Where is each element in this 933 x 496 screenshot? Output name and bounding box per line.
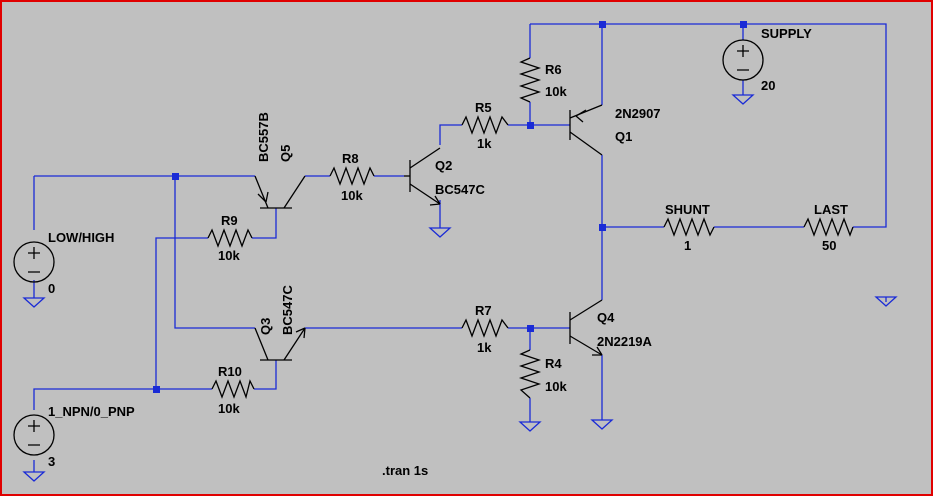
wire-r9-left	[155, 237, 208, 389]
resistor-r9[interactable]: R9 10k	[207, 213, 253, 263]
source-lowhigh-name: LOW/HIGH	[48, 230, 114, 245]
resistor-r5[interactable]: R5 1k	[461, 100, 509, 151]
resistor-last-name: LAST	[814, 202, 848, 217]
source-lowhigh-value: 0	[48, 281, 55, 296]
ground-icon	[428, 227, 452, 238]
resistor-r5-value: 1k	[477, 136, 492, 151]
resistor-r5-name: R5	[475, 100, 492, 115]
resistor-r6-value: 10k	[545, 84, 567, 99]
ground-icon	[731, 94, 755, 105]
resistor-r4[interactable]: R4 10k	[518, 349, 567, 399]
resistor-r8[interactable]: R8 10k	[329, 151, 375, 203]
resistor-shunt-name: SHUNT	[665, 202, 710, 217]
resistor-last[interactable]: LAST 50	[803, 202, 854, 253]
wire-q3-base-r10	[254, 360, 277, 390]
transistor-q2[interactable]: Q2 BC547C	[404, 147, 485, 206]
transistor-q5-model: BC557B	[256, 112, 271, 162]
wire-q2-collector-r5	[439, 124, 462, 145]
transistor-q2-name: Q2	[435, 158, 452, 173]
junctions	[153, 21, 747, 393]
ground-icon	[22, 471, 46, 482]
transistor-q1-model: 2N2907	[615, 106, 661, 121]
ground-icon	[518, 421, 542, 432]
resistor-r8-value: 10k	[341, 188, 363, 203]
source-supply-name: SUPPLY	[761, 26, 812, 41]
spice-directive[interactable]: .tran 1s	[382, 463, 428, 478]
resistor-last-value: 50	[822, 238, 836, 253]
wire-supply-rail	[530, 23, 887, 228]
ground-icon	[590, 419, 614, 430]
ground-symbols	[22, 94, 898, 482]
transistor-q3-name: Q3	[258, 318, 273, 335]
source-lowhigh[interactable]: LOW/HIGH 0	[13, 230, 114, 296]
transistor-q1[interactable]: 2N2907 Q1	[569, 104, 661, 156]
resistor-shunt[interactable]: SHUNT 1	[663, 202, 715, 253]
resistor-r10-value: 10k	[218, 401, 240, 416]
resistor-shunt-value: 1	[684, 238, 691, 253]
resistor-r4-value: 10k	[545, 379, 567, 394]
resistor-r10[interactable]: R10 10k	[211, 364, 255, 416]
transistor-q4-model: 2N2219A	[597, 334, 653, 349]
resistor-r6-name: R6	[545, 62, 562, 77]
resistor-r10-name: R10	[218, 364, 242, 379]
resistor-r7[interactable]: R7 1k	[461, 303, 509, 355]
ground-icon	[22, 297, 46, 308]
resistor-r4-name: R4	[545, 356, 562, 371]
resistor-r9-name: R9	[221, 213, 238, 228]
transistor-q3-model: BC547C	[280, 285, 295, 335]
wires	[33, 23, 887, 472]
transistor-q4[interactable]: Q4 2N2219A	[569, 299, 653, 356]
transistor-q5[interactable]: BC557B Q5	[254, 112, 306, 209]
resistor-r7-value: 1k	[477, 340, 492, 355]
wire-q3-collector	[174, 176, 255, 329]
source-supply[interactable]: SUPPLY 20	[722, 26, 812, 93]
transistor-q3[interactable]: Q3 BC547C	[254, 285, 306, 361]
transistor-q5-name: Q5	[278, 145, 293, 162]
resistor-r7-name: R7	[475, 303, 492, 318]
resistor-r6[interactable]: R6 10k	[518, 57, 567, 103]
transistor-q1-name: Q1	[615, 129, 632, 144]
source-supply-value: 20	[761, 78, 775, 93]
wire-r10-left	[33, 388, 212, 410]
wire-q5-base-r9	[252, 208, 277, 239]
transistor-q4-name: Q4	[597, 310, 615, 325]
source-npnpnp-name: 1_NPN/0_PNP	[48, 404, 135, 419]
source-npnpnp-value: 3	[48, 454, 55, 469]
resistor-r9-value: 10k	[218, 248, 240, 263]
transistor-q2-model: BC547C	[435, 182, 485, 197]
resistor-r8-name: R8	[342, 151, 359, 166]
source-npnpnp[interactable]: 1_NPN/0_PNP 3	[13, 404, 135, 469]
